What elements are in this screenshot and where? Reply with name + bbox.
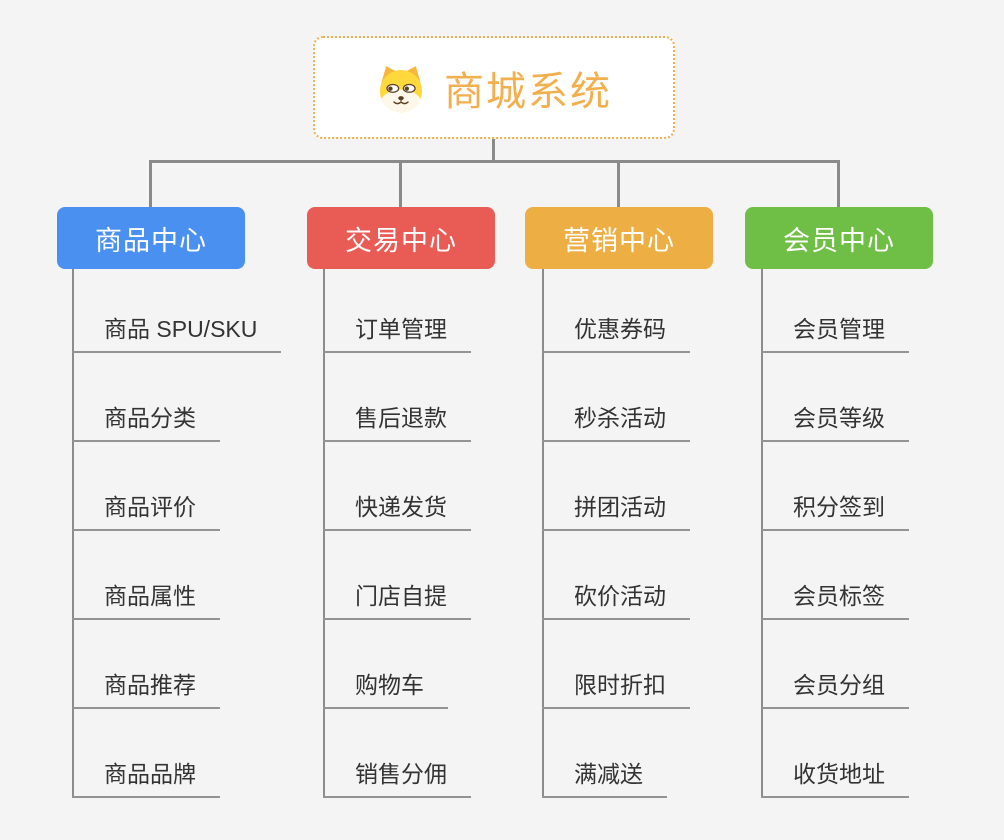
leaf-node[interactable]: 满减送 xyxy=(542,760,667,798)
branch-header-trade-center[interactable]: 交易中心 xyxy=(307,207,495,269)
branch-header-member-center[interactable]: 会员中心 xyxy=(745,207,933,269)
leaf-node[interactable]: 会员标签 xyxy=(761,582,909,620)
leaf-node[interactable]: 快递发货 xyxy=(323,493,471,531)
branch-column-member-center: 会员管理 会员等级 积分签到 会员标签 会员分组 收货地址 xyxy=(761,269,1004,801)
connector-column-line xyxy=(72,269,74,798)
leaf-node[interactable]: 商品分类 xyxy=(72,404,220,442)
leaf-node[interactable]: 门店自提 xyxy=(323,582,471,620)
root-title: 商城系统 xyxy=(444,69,612,114)
branch-column-trade-center: 订单管理 售后退款 快递发货 门店自提 购物车 销售分佣 xyxy=(323,269,603,801)
connector-drop-branch-4 xyxy=(837,162,840,207)
leaf-node[interactable]: 收货地址 xyxy=(761,760,909,798)
leaf-node[interactable]: 限时折扣 xyxy=(542,671,690,709)
leaf-node[interactable]: 销售分佣 xyxy=(323,760,471,798)
leaf-node[interactable]: 商品评价 xyxy=(72,493,220,531)
root-node[interactable]: 商城系统 xyxy=(313,36,675,139)
branch-header-product-center[interactable]: 商品中心 xyxy=(57,207,245,269)
connector-drop-branch-3 xyxy=(617,162,620,207)
connector-horizontal-bar xyxy=(149,160,840,163)
leaf-node[interactable]: 订单管理 xyxy=(323,315,471,353)
dog-face-icon xyxy=(376,63,426,113)
leaf-node[interactable]: 售后退款 xyxy=(323,404,471,442)
leaf-node[interactable]: 购物车 xyxy=(323,671,448,709)
leaf-node[interactable]: 商品推荐 xyxy=(72,671,220,709)
connector-drop-branch-2 xyxy=(399,162,402,207)
leaf-node[interactable]: 优惠券码 xyxy=(542,315,690,353)
leaf-node[interactable]: 会员分组 xyxy=(761,671,909,709)
connector-column-line xyxy=(761,269,763,798)
branch-column-product-center: 商品 SPU/SKU 商品分类 商品评价 商品属性 商品推荐 商品品牌 xyxy=(72,269,352,801)
branch-header-marketing-center[interactable]: 营销中心 xyxy=(525,207,713,269)
leaf-node[interactable]: 会员管理 xyxy=(761,315,909,353)
connector-root-stub xyxy=(492,138,495,162)
connector-column-line xyxy=(542,269,544,798)
connector-drop-branch-1 xyxy=(149,162,152,207)
leaf-node[interactable]: 积分签到 xyxy=(761,493,909,531)
leaf-node[interactable]: 秒杀活动 xyxy=(542,404,690,442)
leaf-node[interactable]: 商品品牌 xyxy=(72,760,220,798)
leaf-node[interactable]: 会员等级 xyxy=(761,404,909,442)
leaf-node[interactable]: 商品属性 xyxy=(72,582,220,620)
leaf-node[interactable]: 商品 SPU/SKU xyxy=(72,315,282,353)
connector-column-line xyxy=(323,269,325,798)
leaf-node[interactable]: 砍价活动 xyxy=(542,582,690,620)
branch-column-marketing-center: 优惠券码 秒杀活动 拼团活动 砍价活动 限时折扣 满减送 xyxy=(542,269,822,801)
leaf-node[interactable]: 拼团活动 xyxy=(542,493,690,531)
